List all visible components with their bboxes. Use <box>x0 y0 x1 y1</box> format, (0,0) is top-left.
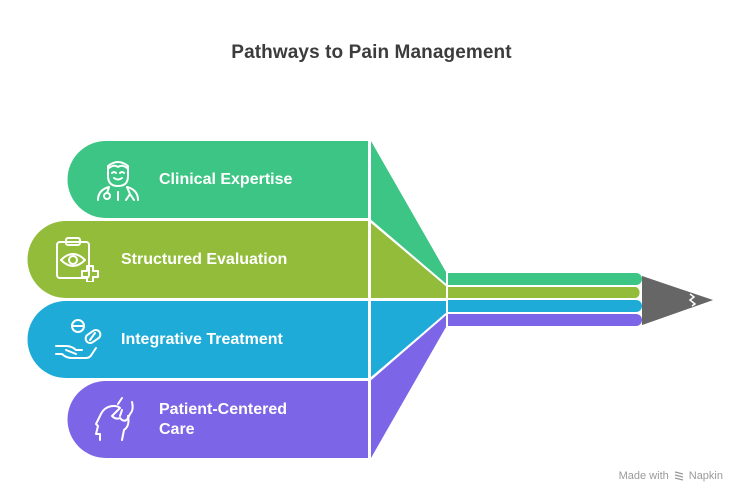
diagram-title: Pathways to Pain Management <box>231 42 512 63</box>
label-line-2: Care <box>159 421 195 438</box>
band-structured-evaluation <box>27 221 368 298</box>
funnel-segment-olive <box>371 223 446 298</box>
napkin-logo-icon <box>674 471 683 481</box>
napkin-brand-text: Napkin <box>688 470 723 482</box>
strip-purple <box>448 314 642 326</box>
funnel-segment-purple <box>371 315 446 458</box>
strip-blue <box>448 300 642 312</box>
head-hand-care-icon <box>95 397 134 441</box>
label-integrative-treatment: Integrative Treatment <box>121 331 283 348</box>
label-clinical-expertise: Clinical Expertise <box>159 171 293 188</box>
hand-pills-icon <box>55 319 102 359</box>
made-with-text: Made with <box>618 470 669 482</box>
band-integrative-treatment <box>27 301 368 378</box>
label-structured-evaluation: Structured Evaluation <box>121 251 288 268</box>
band-clinical-expertise <box>67 141 368 218</box>
band-patient-centered-care <box>67 381 368 458</box>
strip-green <box>448 273 642 285</box>
label-patient-centered-care: Patient-Centered Care <box>159 400 287 440</box>
made-with-napkin-badge: Made with Napkin <box>619 470 723 482</box>
clipboard-eye-plus-icon <box>56 237 99 282</box>
funnel-segment-blue <box>371 301 446 377</box>
doctor-icon <box>97 161 139 201</box>
funnel-segment-green <box>371 141 446 285</box>
label-line-1: Patient-Centered <box>159 401 288 418</box>
strip-olive <box>448 287 640 298</box>
